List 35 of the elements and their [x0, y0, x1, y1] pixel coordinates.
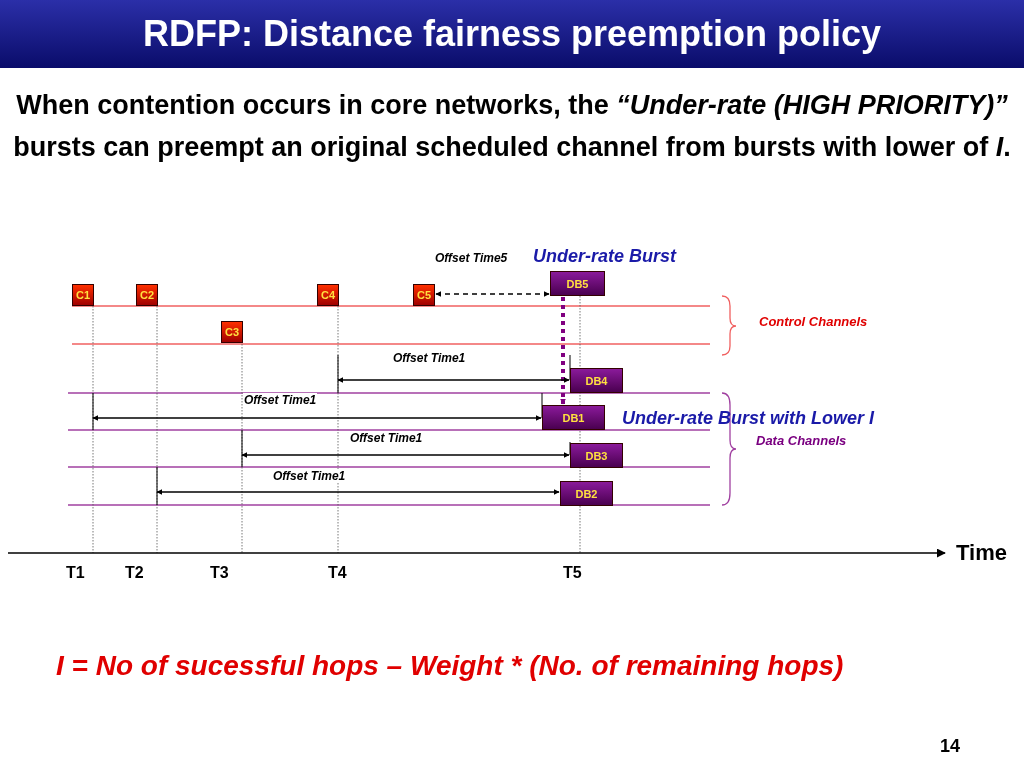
subtitle: When contention occurs in core networks, the “Under-rate (HIGH PRIORITY)” bursts can preempt an original scheduled channel from bursts with lower of I. — [12, 89, 1012, 164]
control-packet: C2 — [136, 284, 158, 306]
arrow — [560, 297, 566, 405]
edge-label: Offset Time1 — [349, 431, 424, 445]
data-burst: DB3 — [570, 443, 623, 468]
edge-label: Offset Time1 — [392, 351, 467, 365]
edge-label: Offset Time1 — [243, 393, 318, 407]
burst-caption: Under-rate Burst — [533, 246, 677, 267]
control-packet: C3 — [221, 321, 243, 343]
edge-label: Offset Time1 — [272, 469, 347, 483]
control-packet: C4 — [317, 284, 339, 306]
arrow — [156, 489, 560, 495]
control-packet: C5 — [413, 284, 435, 306]
title: RDFP: Distance fairness preemption policy — [142, 13, 882, 55]
data-burst: DB1 — [542, 405, 605, 430]
page-number: 14 — [940, 736, 961, 757]
formula: I = No of sucessful hops – Weight * (No. of remaining hops) — [56, 650, 844, 682]
control-packet: C1 — [72, 284, 94, 306]
arrow — [337, 377, 570, 383]
data-burst: DB2 — [560, 481, 613, 506]
time-label: T2 — [125, 564, 144, 582]
axis-label: Time — [956, 540, 1007, 566]
arrow — [241, 452, 570, 458]
channel-group-label: Data Channels — [756, 433, 847, 448]
time-label: T4 — [328, 564, 347, 582]
data-burst: DB4 — [570, 368, 623, 393]
data-burst: DB5 — [550, 271, 605, 296]
time-label: T5 — [563, 564, 582, 582]
edge-label: Offset Time5 — [434, 251, 509, 265]
channel-group-label: Control Channels — [759, 314, 868, 329]
arrow — [435, 291, 550, 297]
arrow — [92, 415, 542, 421]
burst-caption: Under-rate Burst with Lower I — [622, 408, 875, 429]
time-label: T1 — [66, 564, 85, 582]
time-label: T3 — [210, 564, 229, 582]
